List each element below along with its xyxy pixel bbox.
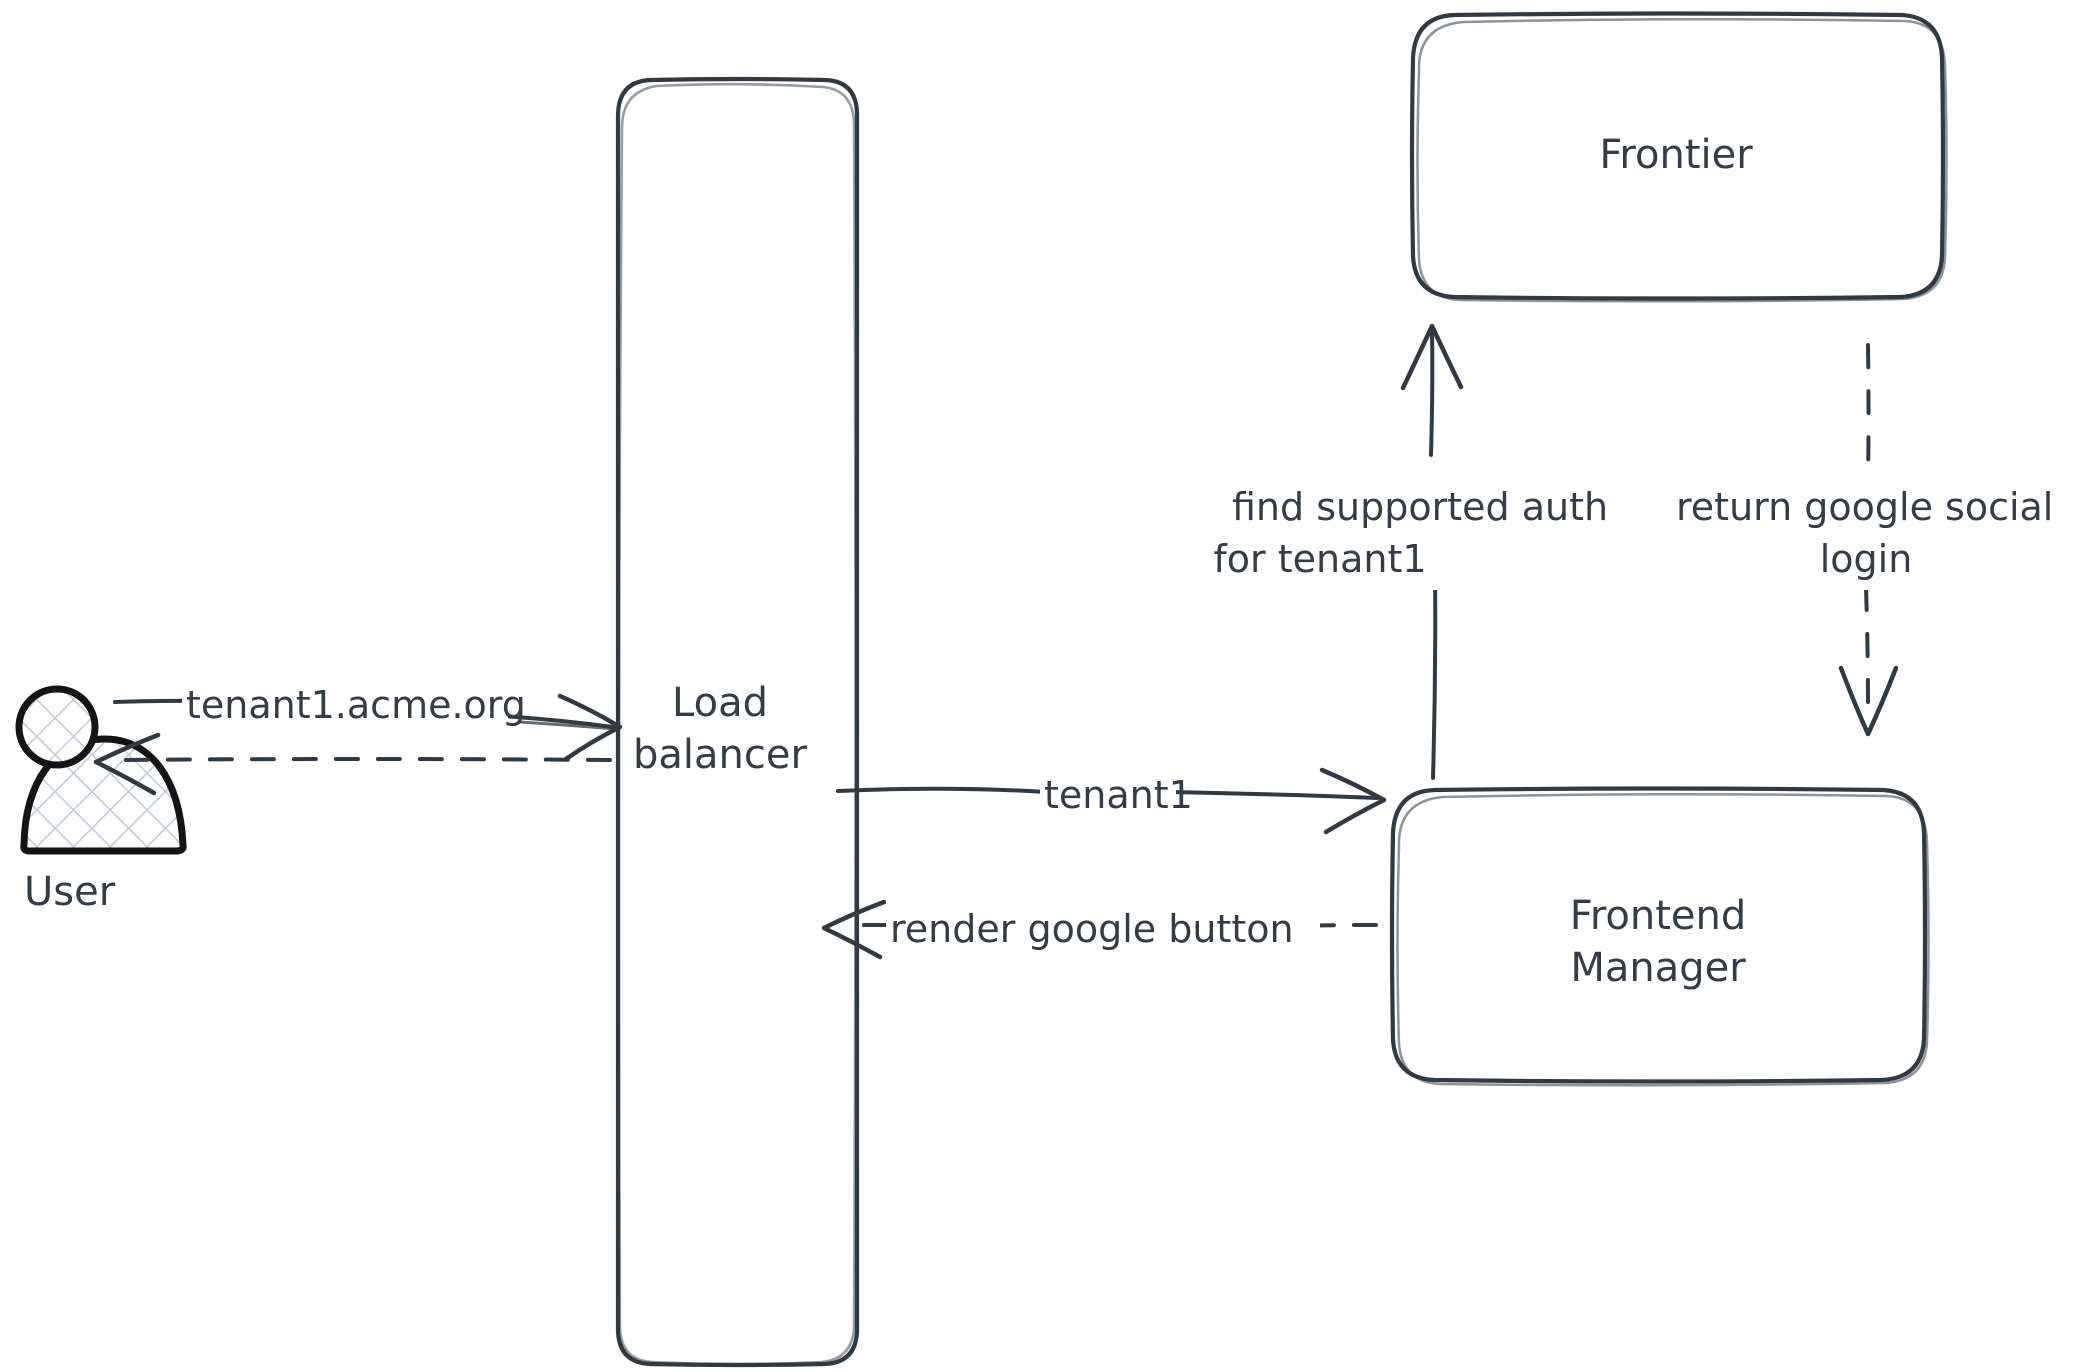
edge-frontier-to-frontend-manager — [1838, 343, 1899, 737]
load-balancer-node[interactable] — [614, 76, 861, 1368]
edge-user-lb-label-bg — [182, 676, 508, 728]
edge-frontend-manager-to-frontier — [1400, 323, 1464, 780]
user-head-shape — [15, 685, 99, 769]
frontend-manager-label-line1: Frontend — [1570, 893, 1747, 939]
edge-load-balancer-to-user — [93, 732, 612, 796]
user-actor — [15, 685, 187, 855]
edge-frontend-manager-to-frontier-label-line1: find supported auth — [1232, 485, 1608, 529]
frontier-label: Frontier — [1599, 132, 1753, 178]
edge-load-balancer-to-frontend-manager-label: tenant1 — [1044, 773, 1193, 817]
edge-fm-lb-label-bg — [886, 900, 1320, 952]
load-balancer-label-line2: balancer — [633, 732, 807, 778]
load-balancer-label-line1: Load — [672, 680, 768, 726]
edge-user-to-load-balancer-label: tenant1.acme.org — [186, 683, 526, 727]
edge-frontend-manager-to-load-balancer-label: render google button — [890, 907, 1294, 951]
frontier-node[interactable] — [1409, 11, 1948, 303]
edge-lb-fm-label-bg — [1040, 766, 1176, 818]
edge-frontier-to-frontend-manager-label-line1: return google social — [1676, 485, 2053, 529]
frontend-manager-node[interactable] — [1389, 786, 1930, 1087]
frontend-manager-label-line2: Manager — [1570, 945, 1746, 991]
edge-frontier-to-frontend-manager-label-line2: login — [1820, 537, 1913, 581]
edge-frontier-fm-label-bg — [1672, 480, 2074, 590]
edge-load-balancer-to-frontend-manager — [836, 767, 1387, 835]
user-label: User — [24, 869, 116, 915]
edge-fm-frontier-label-bg — [1225, 480, 1637, 590]
edge-frontend-manager-to-frontier-label-line2: for tenant1 — [1213, 537, 1426, 581]
